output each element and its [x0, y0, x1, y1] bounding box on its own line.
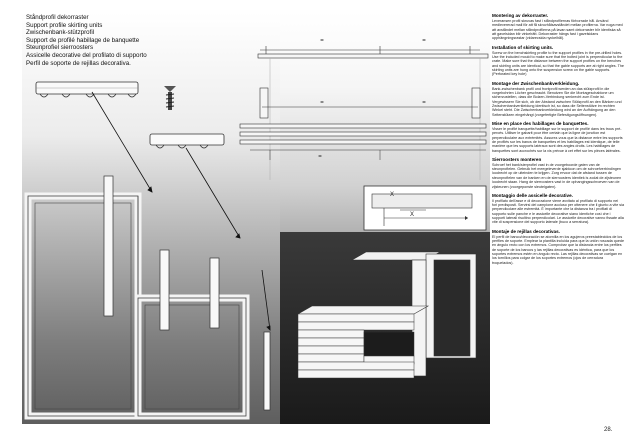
support-profile-middle-illustration [149, 133, 225, 149]
dimension-mark: = [422, 38, 426, 44]
instruction-section: Mise en place des habillages de banquett… [492, 121, 624, 153]
page-number: 28. [604, 427, 613, 433]
section-body: Bank-zwischenbank profil und frontprofil… [492, 86, 622, 117]
section-heading: Montaggio delle assicelle decorative. [492, 192, 573, 198]
section-body: Visser le profilé banquette/habillage su… [492, 126, 623, 153]
title-line: Support profile skirting units [26, 21, 103, 29]
instruction-section: Montaje de rejillas decorativas. El perf… [492, 229, 624, 265]
section-body: Screw on the benchskirting profile to th… [492, 50, 624, 77]
section-body: Schroef het bank/sierprofiel vast in de … [492, 162, 622, 189]
dimension-mark: = [318, 154, 322, 160]
instructions-column: Montering av dekorraster. Leveransen pro… [492, 13, 624, 425]
section-heading: Montering av dekorraster. [492, 13, 549, 18]
section-body: El perfil de banco/decoración se atornil… [492, 234, 625, 265]
section-heading: Installation of skirting units. [492, 44, 554, 50]
rail-assembly-illustration [239, 46, 489, 180]
background-left-panel [22, 12, 280, 424]
instruction-section: Montering av dekorraster. Leveransen pro… [492, 13, 624, 41]
section-heading: Montaje de rejillas decorativas. [492, 228, 560, 234]
section-heading: Mise en place des habillages de banquett… [492, 120, 589, 126]
detail-inset-illustration [363, 185, 487, 231]
section-body: Il profilato dell'asse e di decorazione … [492, 198, 624, 225]
x-mark: X [390, 192, 394, 198]
bench-frame-illustration [24, 175, 271, 420]
title-line: Ståndprofil dekorraster [26, 14, 89, 21]
title-line: Support de profilé habillage de banquett… [26, 36, 140, 44]
support-profile-top-illustration [35, 81, 139, 98]
title-line: Steunprofiel sierroosters [26, 44, 94, 52]
instruction-section: Sierroosters monteren Schroef het bank/s… [492, 157, 624, 189]
section-heading: Sierroosters monteren [492, 156, 542, 162]
dimension-mark: = [320, 38, 324, 44]
title-line: Perfil de soporte de rejillas decorativa… [26, 59, 131, 67]
x-mark: X [410, 212, 414, 218]
title-line: Assicelle decorative del profilato di su… [26, 51, 147, 59]
title-block: Ståndprofil dekorraster Support profile … [24, 14, 192, 76]
arrow-indicators [91, 91, 271, 331]
screw-illustration [164, 86, 176, 110]
instruction-section: Installation of skirting units. Screw on… [492, 45, 624, 77]
dimension-mark: = [320, 100, 324, 106]
section-body: Leveransen profil skruvas fast i ståndpr… [492, 18, 623, 41]
section-heading: Montage der Zwischenbankverkleidung. [492, 80, 580, 86]
dimension-mark: = [422, 100, 426, 106]
instruction-section: Montaggio delle assicelle decorative. Il… [492, 193, 624, 225]
bench-step-illustration [296, 251, 477, 379]
title-line: Zwischenbank-stützprofil [26, 29, 95, 37]
instruction-section: Montage der Zwischenbankverkleidung. Ban… [492, 81, 624, 117]
